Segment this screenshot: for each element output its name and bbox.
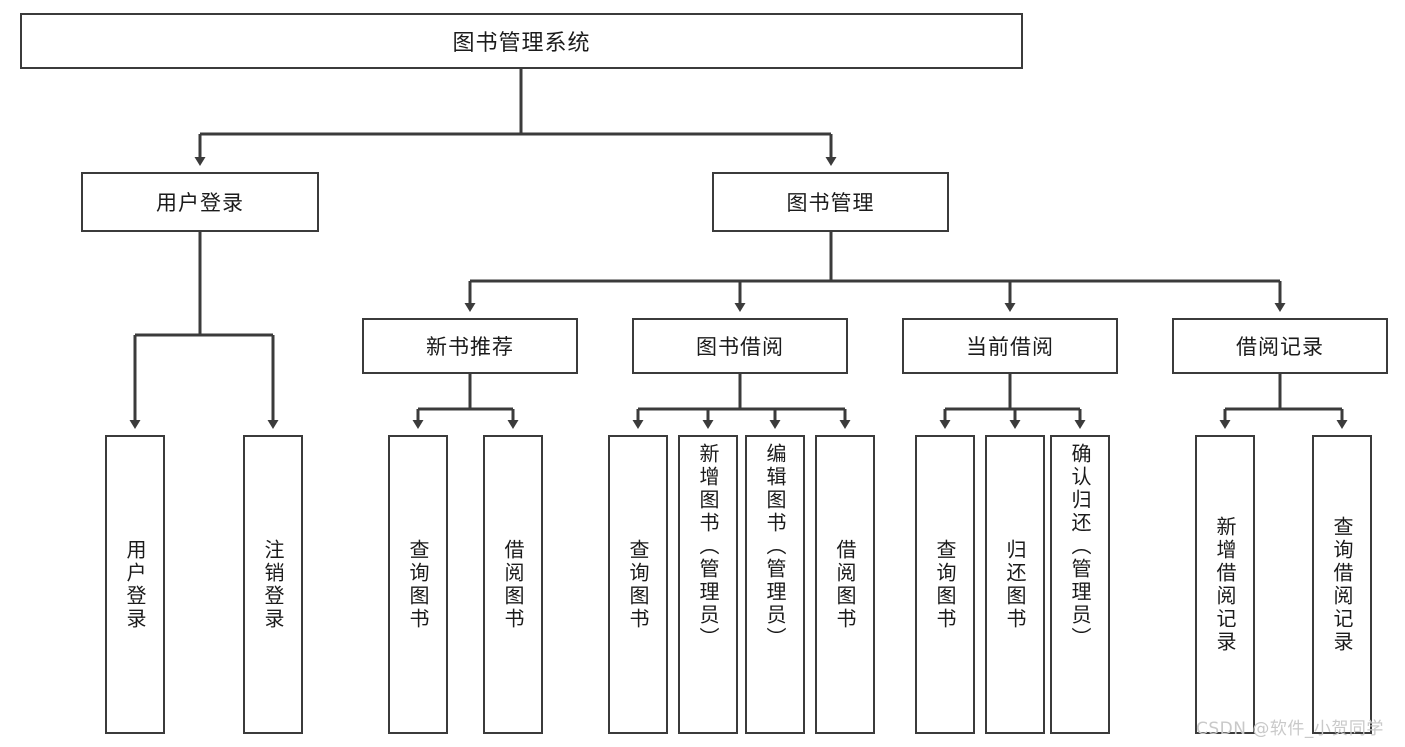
node-leaf-12[interactable]: 查询借阅记录	[1312, 435, 1372, 734]
node-leaf-3[interactable]: 借阅图书	[483, 435, 543, 734]
node-leaf-0[interactable]: 用户登录	[105, 435, 165, 734]
node-level2-1[interactable]: 图书管理	[712, 172, 949, 232]
node-leaf-6[interactable]: 编辑图书（管理员）	[745, 435, 805, 734]
node-leaf-1[interactable]: 注销登录	[243, 435, 303, 734]
node-level3-1[interactable]: 图书借阅	[632, 318, 848, 374]
node-leaf-2[interactable]: 查询图书	[388, 435, 448, 734]
watermark-text: CSDN @软件_小贺同学	[1196, 719, 1384, 739]
node-leaf-11[interactable]: 新增借阅记录	[1195, 435, 1255, 734]
node-leaf-9[interactable]: 归还图书	[985, 435, 1045, 734]
node-level3-0[interactable]: 新书推荐	[362, 318, 578, 374]
node-level2-0[interactable]: 用户登录	[81, 172, 319, 232]
node-leaf-5[interactable]: 新增图书（管理员）	[678, 435, 738, 734]
node-leaf-7[interactable]: 借阅图书	[815, 435, 875, 734]
node-leaf-4[interactable]: 查询图书	[608, 435, 668, 734]
node-leaf-10[interactable]: 确认归还（管理员）	[1050, 435, 1110, 734]
node-leaf-8[interactable]: 查询图书	[915, 435, 975, 734]
node-root[interactable]: 图书管理系统	[20, 13, 1023, 69]
node-level3-3[interactable]: 借阅记录	[1172, 318, 1388, 374]
node-level3-2[interactable]: 当前借阅	[902, 318, 1118, 374]
